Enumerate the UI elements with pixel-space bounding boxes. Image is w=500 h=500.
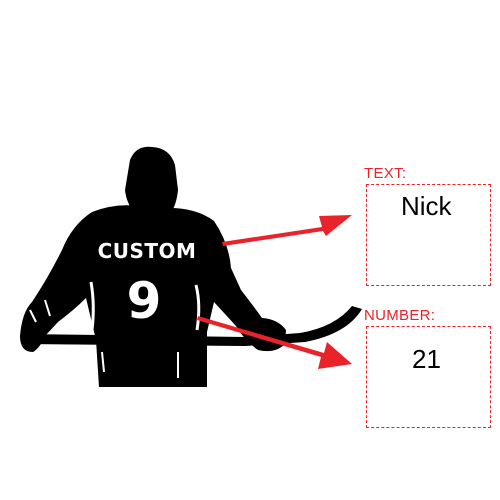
player-head-icon [125,146,178,218]
number-arrow-icon [197,316,352,369]
text-field-label: TEXT: [364,165,407,182]
number-field-value[interactable]: 21 [412,344,441,374]
text-field-box[interactable] [366,184,491,286]
text-arrow-icon [222,215,352,246]
jersey-number-text: 9 [127,272,162,330]
number-field-box[interactable] [366,326,491,428]
text-field-value[interactable]: Nick [401,191,452,221]
player-jersey-icon [20,205,286,387]
number-field-label: NUMBER: [364,307,436,324]
jersey-name-text: CUSTOM [98,239,197,263]
